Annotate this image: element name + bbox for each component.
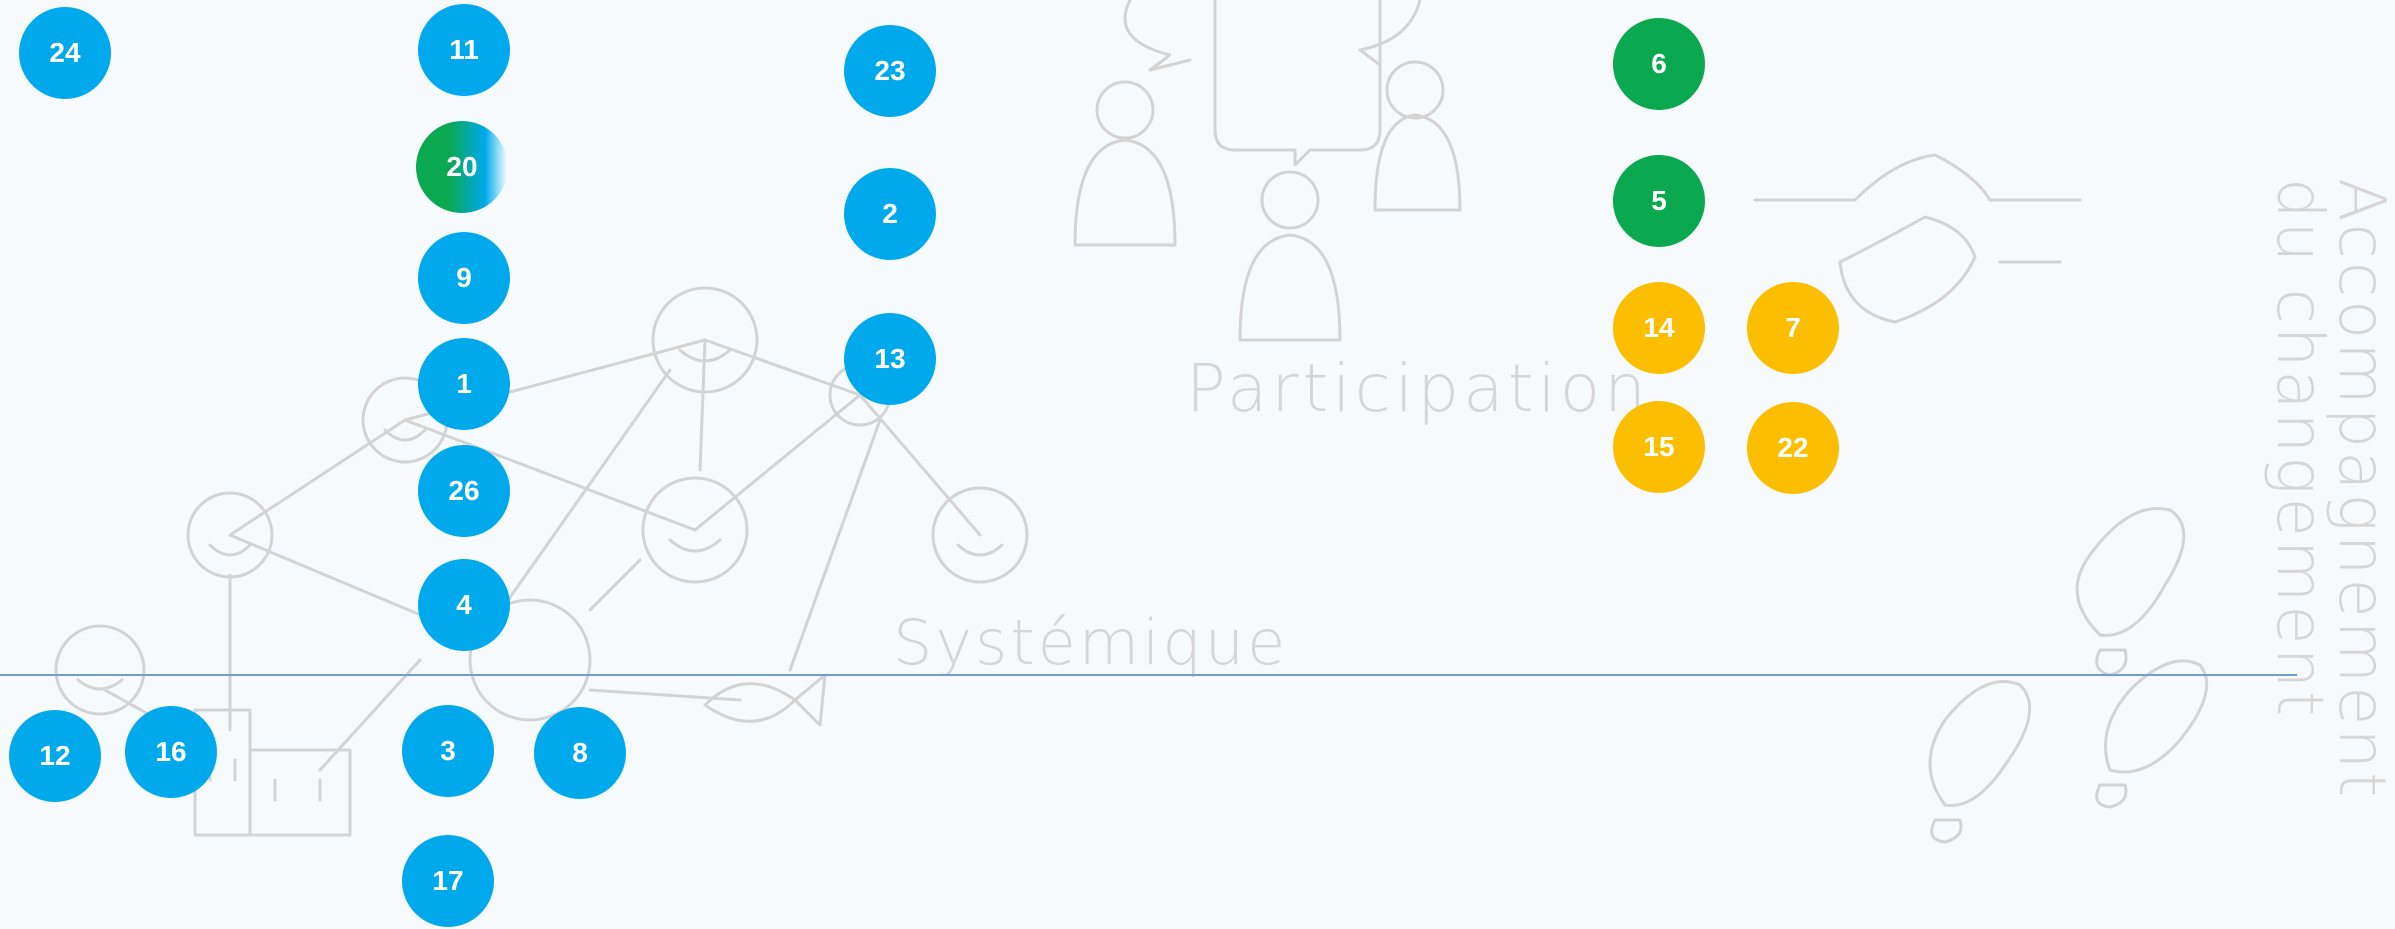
- badge-3[interactable]: 3: [402, 705, 494, 797]
- smiley-faces: [54, 286, 1029, 722]
- people-sketch: [1073, 0, 1462, 342]
- badge-9[interactable]: 9: [418, 232, 510, 324]
- divider-line: [0, 674, 2297, 676]
- badge-7[interactable]: 7: [1747, 282, 1839, 374]
- badge-8[interactable]: 8: [534, 707, 626, 799]
- badge-13[interactable]: 13: [844, 313, 936, 405]
- badge-15[interactable]: 15: [1613, 401, 1705, 493]
- systemique-label: Systémique: [893, 606, 1289, 679]
- badge-1[interactable]: 1: [418, 338, 510, 430]
- badge-17[interactable]: 17: [402, 835, 494, 927]
- badge-22[interactable]: 22: [1747, 402, 1839, 494]
- badge-12[interactable]: 12: [9, 710, 101, 802]
- badge-14[interactable]: 14: [1613, 282, 1705, 374]
- badge-5[interactable]: 5: [1613, 155, 1705, 247]
- participation-label: Participation: [1186, 350, 1651, 427]
- badge-26[interactable]: 26: [418, 445, 510, 537]
- badge-16[interactable]: 16: [125, 706, 217, 798]
- badge-2[interactable]: 2: [844, 168, 936, 260]
- badge-11[interactable]: 11: [418, 4, 510, 96]
- badge-6[interactable]: 6: [1613, 18, 1705, 110]
- badge-23[interactable]: 23: [844, 25, 936, 117]
- badge-20[interactable]: 20: [416, 121, 508, 213]
- badge-4[interactable]: 4: [418, 559, 510, 651]
- network-sketch: [103, 338, 982, 772]
- building-icon: [193, 708, 352, 837]
- badge-24[interactable]: 24: [19, 7, 111, 99]
- handshake-icon: [1753, 153, 2082, 324]
- footprints-icon: [1928, 507, 2209, 844]
- accompagnement-label: Accompagnement du changement: [2262, 178, 2395, 801]
- fish-icon: [703, 673, 827, 727]
